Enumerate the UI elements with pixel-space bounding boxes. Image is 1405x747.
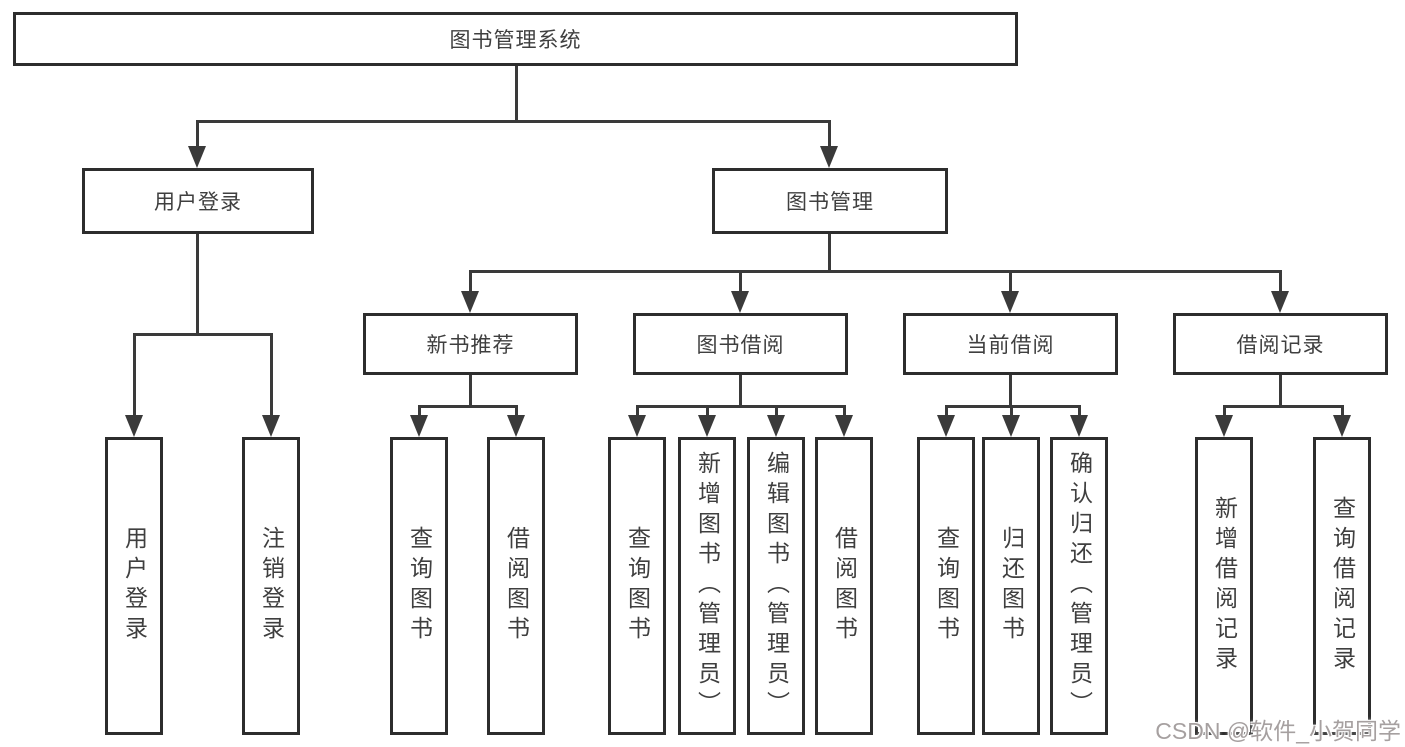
leaf-query-borrow-record: 查询借阅记录 — [1313, 437, 1371, 735]
arrow-shaft — [1279, 270, 1282, 293]
leaf-label: 归还图书 — [998, 526, 1025, 646]
leaf-label: 借阅图书 — [503, 526, 530, 646]
connector-line-vertical — [469, 375, 472, 407]
arrow-shaft — [706, 405, 709, 417]
connector-line-horizontal — [636, 405, 845, 408]
node-new-book-recommendation: 新书推荐 — [363, 313, 578, 375]
arrow-down-icon — [461, 291, 479, 313]
arrow-shaft — [270, 333, 273, 417]
arrow-down-icon — [835, 415, 853, 437]
leaf-logout: 注销登录 — [242, 437, 300, 735]
arrow-shaft — [636, 405, 639, 417]
arrow-down-icon — [767, 415, 785, 437]
node-label: 用户登录 — [154, 191, 242, 214]
arrow-down-icon — [507, 415, 525, 437]
leaf-label: 借阅图书 — [831, 526, 858, 646]
csdn-watermark: CSDN @软件_小贺同学 — [1155, 718, 1401, 744]
arrow-down-icon — [1333, 415, 1351, 437]
leaf-add-book-admin: 新增图书（管理员） — [678, 437, 736, 735]
leaf-user-login: 用户登录 — [105, 437, 163, 735]
connector-line-horizontal — [196, 120, 831, 123]
node-label: 图书借阅 — [696, 334, 785, 357]
arrow-down-icon — [1001, 291, 1019, 313]
leaf-label: 编辑图书（管理员） — [763, 451, 790, 721]
arrow-shaft — [1341, 405, 1344, 417]
node-user-login: 用户登录 — [82, 168, 314, 234]
arrow-shaft — [739, 270, 742, 293]
leaf-label: 查询图书 — [624, 526, 651, 646]
leaf-edit-book-admin: 编辑图书（管理员） — [747, 437, 805, 735]
arrow-down-icon — [937, 415, 955, 437]
connector-line-horizontal — [1223, 405, 1343, 408]
arrow-shaft — [469, 270, 472, 293]
arrow-down-icon — [1271, 291, 1289, 313]
leaf-label: 用户登录 — [121, 526, 148, 646]
node-library-management-system: 图书管理系统 — [13, 12, 1018, 66]
leaf-label: 新增图书（管理员） — [694, 451, 721, 721]
leaf-query-books: 查询图书 — [917, 437, 975, 735]
arrow-shaft — [828, 120, 831, 148]
arrow-shaft — [945, 405, 948, 417]
arrow-down-icon — [188, 146, 206, 168]
arrow-shaft — [1010, 405, 1013, 417]
leaf-label: 新增借阅记录 — [1211, 496, 1238, 676]
arrow-down-icon — [731, 291, 749, 313]
leaf-label: 注销登录 — [258, 526, 285, 646]
leaf-borrow-books: 借阅图书 — [815, 437, 873, 735]
leaf-borrow-books: 借阅图书 — [487, 437, 545, 735]
node-borrowing-records: 借阅记录 — [1173, 313, 1388, 375]
arrow-down-icon — [262, 415, 280, 437]
leaf-confirm-return-admin: 确认归还（管理员） — [1050, 437, 1108, 735]
connector-line-horizontal — [469, 270, 1282, 273]
node-label: 图书管理系统 — [449, 29, 582, 52]
connector-line-vertical — [1009, 375, 1012, 407]
leaf-label: 查询图书 — [933, 526, 960, 646]
arrow-shaft — [196, 120, 199, 148]
leaf-add-borrow-record: 新增借阅记录 — [1195, 437, 1253, 735]
arrow-down-icon — [1070, 415, 1088, 437]
arrow-shaft — [775, 405, 778, 417]
arrow-shaft — [1078, 405, 1081, 417]
leaf-query-books: 查询图书 — [608, 437, 666, 735]
arrow-shaft — [515, 405, 518, 417]
arrow-down-icon — [1002, 415, 1020, 437]
connector-line-vertical — [515, 66, 518, 122]
connector-line-horizontal — [945, 405, 1081, 408]
arrow-down-icon — [820, 146, 838, 168]
arrow-down-icon — [410, 415, 428, 437]
node-label: 当前借阅 — [966, 334, 1055, 357]
leaf-label: 确认归还（管理员） — [1066, 451, 1093, 721]
node-book-borrowing: 图书借阅 — [633, 313, 848, 375]
arrow-shaft — [1223, 405, 1226, 417]
leaf-return-books: 归还图书 — [982, 437, 1040, 735]
node-current-borrowing: 当前借阅 — [903, 313, 1118, 375]
connector-line-vertical — [828, 234, 831, 272]
leaf-label: 查询借阅记录 — [1329, 496, 1356, 676]
arrow-shaft — [1009, 270, 1012, 293]
arrow-down-icon — [628, 415, 646, 437]
arrow-shaft — [418, 405, 421, 417]
arrow-down-icon — [1215, 415, 1233, 437]
arrow-shaft — [133, 333, 136, 417]
arrow-shaft — [843, 405, 846, 417]
connector-line-vertical — [196, 234, 199, 335]
node-book-management: 图书管理 — [712, 168, 948, 234]
connector-line-horizontal — [418, 405, 518, 408]
leaf-label: 查询图书 — [406, 526, 433, 646]
node-label: 图书管理 — [786, 191, 874, 214]
arrow-down-icon — [125, 415, 143, 437]
node-label: 新书推荐 — [426, 334, 515, 357]
connector-line-vertical — [739, 375, 742, 407]
arrow-down-icon — [698, 415, 716, 437]
node-label: 借阅记录 — [1236, 334, 1325, 357]
connector-line-vertical — [1279, 375, 1282, 407]
connector-line-horizontal — [133, 333, 273, 336]
leaf-query-books: 查询图书 — [390, 437, 448, 735]
